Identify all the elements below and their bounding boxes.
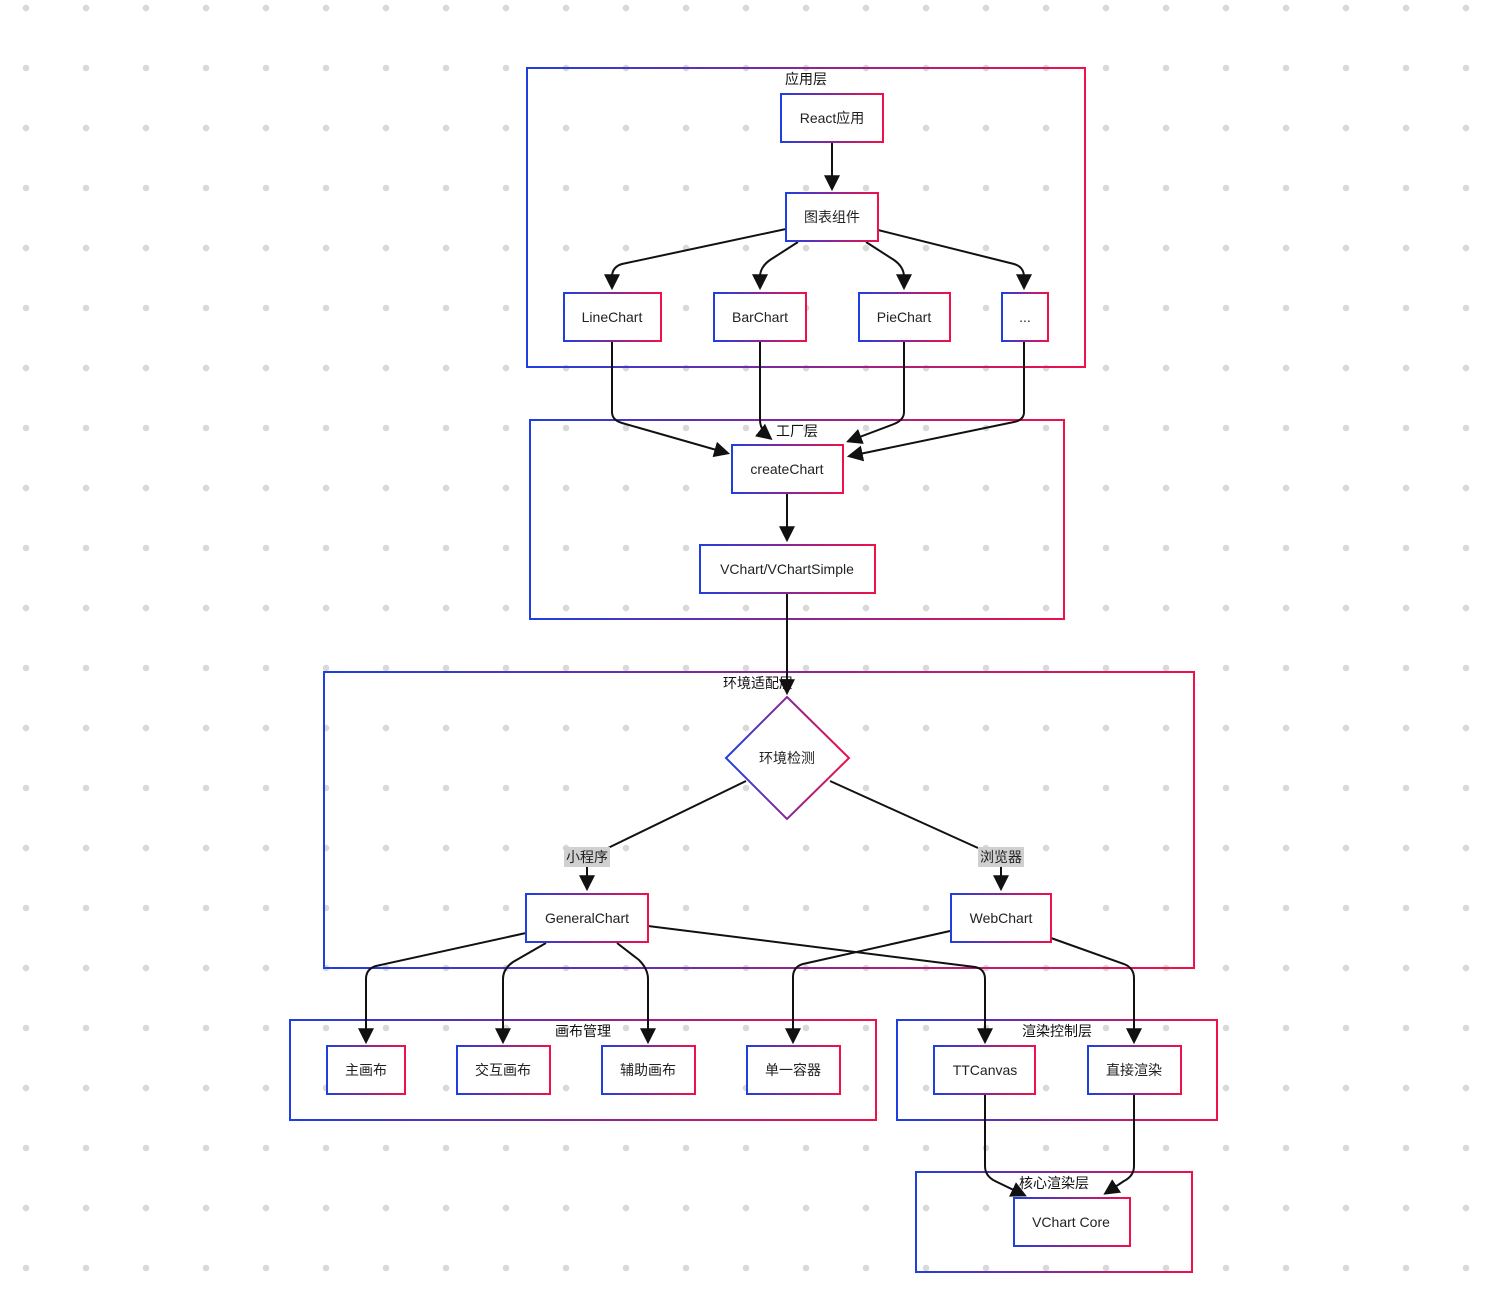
node-aux-canvas[interactable]: 辅助画布 (601, 1045, 696, 1095)
node-single-container-label: 单一容器 (765, 1062, 821, 1078)
group-canvas-management-title: 画布管理 (555, 1023, 611, 1039)
edge-piechart-to-createchart (846, 341, 905, 444)
node-main-canvas[interactable]: 主画布 (326, 1045, 406, 1095)
node-direct-render[interactable]: 直接渲染 (1087, 1045, 1182, 1095)
node-chart-component[interactable]: 图表组件 (785, 192, 879, 242)
group-env-layer-title: 环境适配层 (723, 675, 793, 691)
group-render-control-title: 渲染控制层 (1022, 1023, 1092, 1039)
edge-component-to-barchart (752, 241, 799, 291)
group-core-render-title: 核心渲染层 (1019, 1175, 1089, 1191)
node-direct-render-label: 直接渲染 (1106, 1062, 1162, 1078)
edge-envdetect-to-miniprogram-label (607, 780, 747, 849)
edge-generalchart-to-ttcanvas (647, 925, 993, 1045)
edge-label-browser: 浏览器 (978, 847, 1024, 867)
edge-webchart-to-direct-render (1050, 937, 1142, 1045)
node-env-detect-label: 环境检测 (759, 750, 815, 766)
node-aux-canvas-label: 辅助画布 (620, 1062, 676, 1078)
node-create-chart-label: createChart (750, 461, 823, 477)
node-bar-chart-label: BarChart (732, 309, 788, 325)
node-env-detect[interactable]: 环境检测 (724, 695, 851, 821)
edge-label-miniprogram-text: 小程序 (566, 849, 608, 865)
node-single-container[interactable]: 单一容器 (746, 1045, 841, 1095)
node-tt-canvas-label: TTCanvas (953, 1062, 1018, 1078)
node-chart-component-label: 图表组件 (804, 209, 860, 225)
group-core-render: 核心渲染层 (915, 1171, 1193, 1273)
edge-generalchart-to-aux-canvas (616, 942, 656, 1045)
edge-label-miniprogram: 小程序 (564, 847, 610, 867)
group-factory-layer: 工厂层 (529, 419, 1065, 620)
node-pie-chart[interactable]: PieChart (858, 292, 951, 342)
edge-component-to-piechart (865, 241, 912, 291)
node-line-chart[interactable]: LineChart (563, 292, 662, 342)
node-bar-chart[interactable]: BarChart (713, 292, 807, 342)
edge-ttcanvas-to-core (984, 1094, 1027, 1197)
edge-label-browser-text: 浏览器 (980, 849, 1022, 865)
group-app-layer-title: 应用层 (785, 71, 827, 87)
group-canvas-management: 画布管理 (289, 1019, 877, 1121)
node-vchart-simple[interactable]: VChart/VChartSimple (699, 544, 876, 594)
edge-component-to-linechart (604, 228, 787, 291)
node-vchart-simple-label: VChart/VChartSimple (720, 561, 854, 577)
node-pie-chart-label: PieChart (877, 309, 932, 325)
edge-barchart-to-createchart (755, 341, 773, 440)
group-app-layer: 应用层 (526, 67, 1086, 368)
node-tt-canvas[interactable]: TTCanvas (933, 1045, 1036, 1095)
edge-generalchart-to-main-canvas (358, 932, 527, 1045)
edge-component-to-more (877, 229, 1032, 291)
edge-direct-render-to-core (1103, 1094, 1135, 1195)
node-main-canvas-label: 主画布 (345, 1062, 387, 1078)
group-factory-layer-title: 工厂层 (776, 423, 818, 439)
node-general-chart[interactable]: GeneralChart (525, 893, 649, 943)
edge-generalchart-to-interactive-canvas (495, 942, 547, 1045)
node-vchart-core[interactable]: VChart Core (1013, 1197, 1131, 1247)
node-interactive-canvas-label: 交互画布 (475, 1062, 531, 1078)
group-env-layer: 环境适配层 (323, 671, 1195, 969)
node-react-app-label: React应用 (800, 110, 865, 126)
node-create-chart[interactable]: createChart (731, 444, 844, 494)
node-web-chart[interactable]: WebChart (950, 893, 1052, 943)
edge-envdetect-to-browser-label (829, 780, 979, 849)
node-general-chart-label: GeneralChart (545, 910, 629, 926)
edge-webchart-to-single-container (785, 930, 951, 1045)
edge-linechart-to-createchart (611, 341, 731, 458)
edge-more-to-createchart (846, 341, 1025, 462)
node-more[interactable]: ... (1001, 292, 1049, 342)
node-more-label: ... (1019, 309, 1031, 325)
edges (358, 142, 1142, 1197)
node-line-chart-label: LineChart (582, 309, 643, 325)
node-vchart-core-label: VChart Core (1032, 1214, 1110, 1230)
node-react-app[interactable]: React应用 (780, 93, 884, 143)
node-interactive-canvas[interactable]: 交互画布 (456, 1045, 551, 1095)
node-web-chart-label: WebChart (970, 910, 1033, 926)
group-render-control: 渲染控制层 (896, 1019, 1218, 1121)
